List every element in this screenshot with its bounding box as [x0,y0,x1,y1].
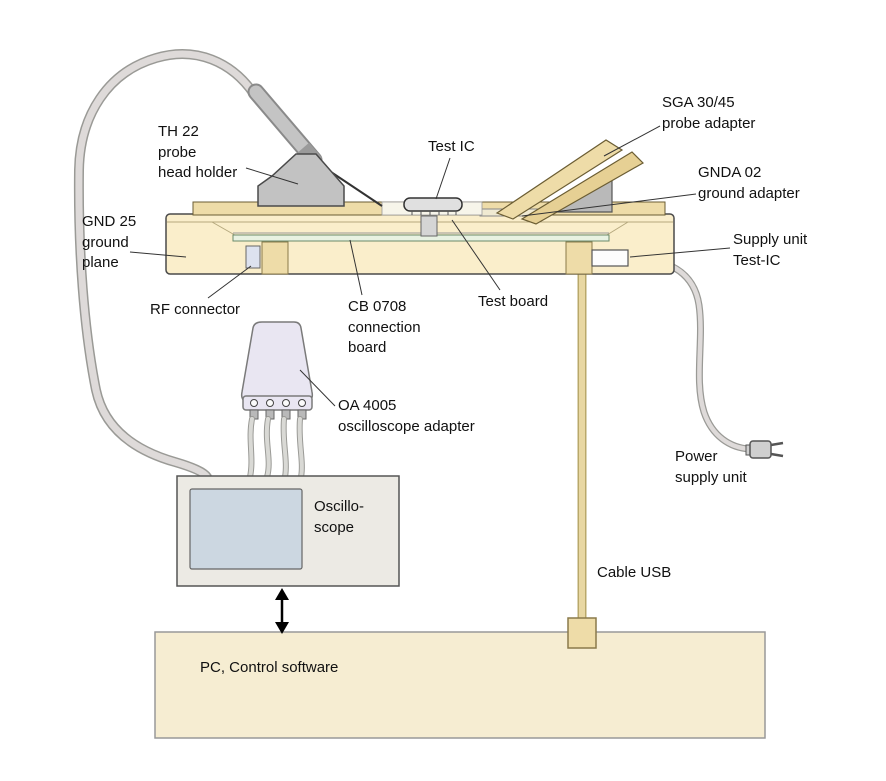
board-leg-left [261,241,289,275]
test-ic [381,197,483,216]
rf-connector [245,245,261,269]
sga-probe-adapter [495,139,644,225]
adapter-cables [247,416,305,480]
supply-unit [591,249,629,267]
data-link-arrow [275,588,289,634]
adapter-jack [282,399,290,407]
oscilloscope [176,475,400,587]
pc-box [154,631,766,739]
label-rf-connector: RF connector [150,301,241,318]
leader-lines [129,125,731,407]
ic-riser [420,215,438,237]
label-cb0708-connection-board: CB 0708 connection board [348,298,421,357]
label-oa4005-adapter: OA 4005 oscilloscope adapter [338,397,475,435]
test-board [232,215,610,275]
board-leg-right [565,241,593,275]
adapter-jack [266,399,274,407]
label-cable-usb: Cable USB [597,564,672,581]
label-oscilloscope: Oscillo- scope [314,498,365,536]
label-th22-probe-head-holder: TH 22 probe head holder [158,123,238,182]
power-plug-icon [745,440,784,459]
label-gnd25-ground-plane: GND 25 ground plane [82,213,137,272]
usb-connector [567,617,597,649]
label-sga-probe-adapter: SGA 30/45 probe adapter [662,94,756,132]
label-gnda-ground-adapter: GNDA 02 ground adapter [698,164,800,202]
label-pc-control-software: PC, Control software [200,659,339,676]
oscilloscope-adapter [240,321,314,420]
holder-bracket [257,153,345,207]
probe-cable [73,49,259,482]
label-test-board: Test board [478,293,549,310]
power-cable [624,254,754,453]
label-power-supply-unit: Power supply unit [675,448,747,486]
adapter-jack [250,399,258,407]
label-supply-unit-test-ic: Supply unit Test-IC [733,231,808,269]
probe-head-holder [247,83,383,207]
label-test-ic: Test IC [428,138,475,155]
adapter-jack [298,399,306,407]
usb-cable [567,272,597,649]
oscilloscope-screen [189,488,303,570]
ground-plane [165,213,675,275]
